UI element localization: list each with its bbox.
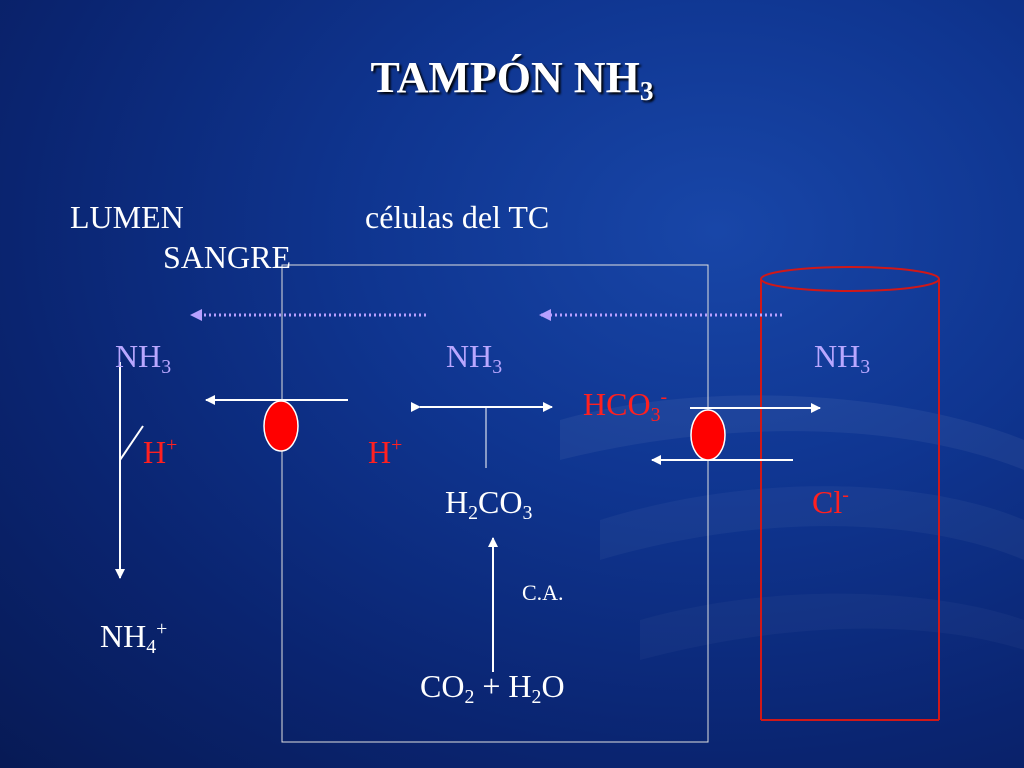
bicarbonate-label: HCO3- — [583, 386, 668, 426]
h-cell-label: H+ — [368, 434, 403, 470]
title-subscript: 3 — [639, 76, 654, 107]
carbonic-acid-label: H2CO3 — [445, 484, 533, 524]
nh3-cell: NH3 — [446, 338, 503, 378]
chloride-label: Cl- — [812, 484, 849, 520]
co2-water-label: CO2 + H2O — [420, 668, 565, 708]
header-cells: células del TC — [365, 199, 550, 235]
title-main: TAMPÓN NH — [370, 53, 640, 102]
h-transporter — [263, 400, 299, 452]
cell-box — [281, 264, 709, 743]
blood-vessel — [760, 266, 940, 721]
header-lumen: LUMEN — [70, 199, 184, 235]
nh3-blood: NH3 — [814, 338, 871, 378]
h-lumen-label: H+ — [143, 434, 178, 470]
ammonium-label: NH4+ — [100, 618, 168, 658]
bicarbonate-chloride-exchanger — [690, 409, 726, 461]
header-blood: SANGRE — [163, 239, 292, 275]
slide-title: TAMPÓN NH3 — [0, 53, 1024, 105]
carbonic-anhydrase-label: C.A. — [522, 580, 564, 605]
h-join-line — [119, 425, 144, 461]
nh3-lumen: NH3 — [115, 338, 172, 378]
